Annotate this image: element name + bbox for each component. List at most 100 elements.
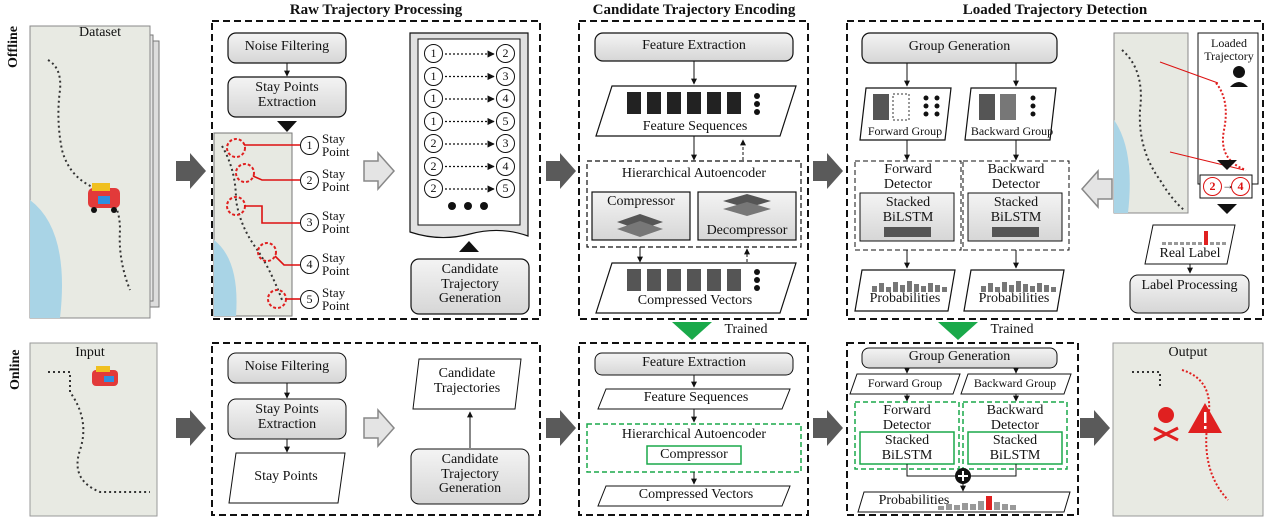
prob-bar xyxy=(1051,287,1056,292)
trained-label-1: Trained xyxy=(724,322,768,337)
output-label: Output xyxy=(1168,345,1208,360)
pair-from-circle: 1 xyxy=(424,44,443,63)
forward-probabilities-label: Probabilities xyxy=(869,291,941,306)
compressed-vectors-label: Compressed Vectors xyxy=(637,293,753,308)
online-forward-detector: Forward Detector xyxy=(882,403,932,433)
online-forward-bilstm: Stacked BiLSTM xyxy=(881,433,933,463)
pair-to-circle: 5 xyxy=(496,179,515,198)
panel-title-detect: Loaded Trajectory Detection xyxy=(962,2,1148,18)
prob-bar xyxy=(893,282,898,292)
pair-to-circle: 3 xyxy=(496,66,515,86)
prob-bar xyxy=(1222,242,1226,245)
online-backward-group: Backward Group xyxy=(973,376,1057,390)
compressed-vector-block xyxy=(687,269,701,291)
prob-bar xyxy=(1180,242,1184,245)
compressed-vector-block xyxy=(667,269,681,291)
prob-bar xyxy=(962,503,968,510)
label-start-circle: 2 xyxy=(1203,177,1222,196)
online-encode-frame xyxy=(578,342,809,516)
feature-sequence-block xyxy=(647,92,661,114)
online-stay-points: Stay Points xyxy=(254,469,318,484)
flow-arrow-1 xyxy=(176,153,206,189)
label-end-circle: 4 xyxy=(1231,177,1250,196)
prob-bar xyxy=(914,284,919,292)
forward-bilstm-label: Stacked BiLSTM xyxy=(882,195,934,225)
feature-sequence-block xyxy=(627,92,641,114)
input-label: Input xyxy=(75,345,105,360)
pair-to-circle: 4 xyxy=(496,156,515,176)
prob-bar xyxy=(921,286,926,292)
online-candidate-trajectories: Candidate Trajectories xyxy=(433,366,501,396)
prob-bar xyxy=(928,283,933,292)
prob-bar xyxy=(986,496,992,510)
prob-bar xyxy=(907,281,912,292)
compressed-vector-block xyxy=(727,269,741,291)
offline-raw-frame xyxy=(211,20,541,320)
stay-point-circle: 4 xyxy=(300,255,319,274)
prob-bar xyxy=(1192,242,1196,245)
feature-sequence-block xyxy=(687,92,701,114)
compressed-vector-block xyxy=(627,269,641,291)
pair-from-circle: 1 xyxy=(424,89,443,108)
hollow-arrow-2 xyxy=(363,409,395,447)
online-compressor: Compressor xyxy=(660,447,728,462)
candidate-generation-box: Candidate Trajectory Generation xyxy=(438,262,502,307)
stay-points-extraction-box: Stay Points Extraction xyxy=(255,80,319,110)
prob-bar xyxy=(946,504,952,510)
online-backward-bilstm: Stacked BiLSTM xyxy=(989,433,1041,463)
flow-arrow-6 xyxy=(813,410,843,446)
online-forward-group: Forward Group xyxy=(867,376,943,390)
feature-extraction-box: Feature Extraction xyxy=(642,38,746,53)
prob-bar xyxy=(872,286,877,292)
prob-bar xyxy=(954,505,960,510)
prob-bar xyxy=(994,502,1000,510)
prob-bar xyxy=(942,287,947,292)
online-row-label: Online xyxy=(8,349,23,390)
online-hierarchical-ae: Hierarchical Autoencoder xyxy=(621,427,767,442)
label-processing-box: Label Processing xyxy=(1141,278,1238,293)
pair-to-circle: 4 xyxy=(496,89,515,108)
stay-point-label: Stay Point xyxy=(322,285,350,313)
prob-bar xyxy=(1002,504,1008,510)
online-noise-filtering-box: Noise Filtering xyxy=(244,359,330,374)
stay-point-label: Stay Point xyxy=(322,131,350,159)
prob-bar xyxy=(1204,231,1208,245)
offline-encode-frame xyxy=(578,20,809,320)
online-backward-detector: Backward Detector xyxy=(986,403,1044,433)
stay-point-label: Stay Point xyxy=(322,208,350,236)
panel-title-raw: Raw Trajectory Processing xyxy=(289,2,463,18)
online-stay-extraction-box: Stay Points Extraction xyxy=(255,402,319,432)
flow-arrow-5 xyxy=(546,410,576,446)
feature-sequence-block xyxy=(667,92,681,114)
prob-bar xyxy=(981,286,986,292)
pair-from-circle: 1 xyxy=(424,111,443,131)
dataset-label: Dataset xyxy=(79,25,121,40)
hollow-arrow-1 xyxy=(363,152,395,190)
pair-from-circle: 2 xyxy=(424,156,443,176)
pair-from-circle: 2 xyxy=(424,134,443,153)
flow-arrow-4 xyxy=(176,410,206,446)
online-candidate-generation-box: Candidate Trajectory Generation xyxy=(438,452,502,497)
prob-bar xyxy=(970,504,976,510)
pair-from-circle: 2 xyxy=(424,179,443,198)
online-compressed-vectors: Compressed Vectors xyxy=(638,487,754,502)
truck-icon xyxy=(88,183,120,213)
prob-bar xyxy=(978,501,984,510)
trained-label-2: Trained xyxy=(990,322,1034,337)
offline-detect-frame xyxy=(846,20,1264,320)
prob-bar xyxy=(1198,242,1202,245)
prob-bar xyxy=(1009,285,1014,292)
hierarchical-ae-label: Hierarchical Autoencoder xyxy=(621,166,767,181)
compressor-label: Compressor xyxy=(607,194,675,209)
stay-point-circle: 5 xyxy=(300,290,319,309)
online-group-generation-box: Group Generation xyxy=(908,349,1011,364)
noise-filtering-box: Noise Filtering xyxy=(244,39,330,54)
online-feature-sequences: Feature Sequences xyxy=(643,390,749,405)
pair-to-circle: 2 xyxy=(496,44,515,63)
prob-bar xyxy=(1168,242,1172,245)
pair-to-circle: 3 xyxy=(496,134,515,153)
online-feature-extraction-box: Feature Extraction xyxy=(642,355,746,370)
forward-detector-label: Forward Detector xyxy=(883,162,933,192)
prob-bar xyxy=(1162,242,1166,245)
